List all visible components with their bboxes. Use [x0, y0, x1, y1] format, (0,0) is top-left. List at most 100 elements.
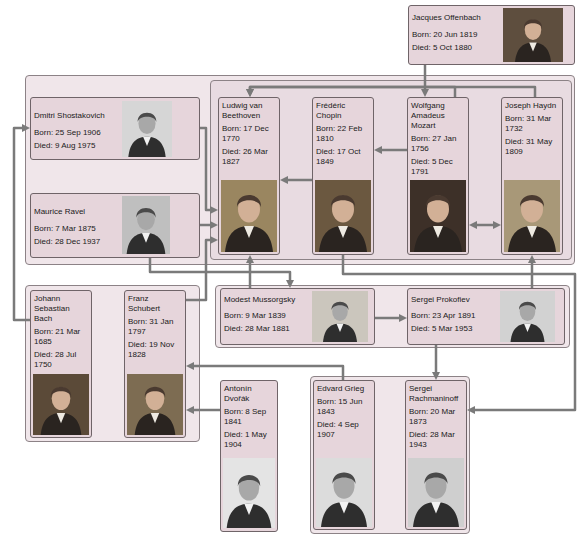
influence-connector: [14, 128, 30, 320]
portrait: [316, 458, 372, 527]
portrait: [127, 374, 183, 435]
influence-connector: [200, 128, 212, 210]
life-date: Born: 31 Mar 1732: [505, 114, 559, 134]
life-date: Died: 19 Nov 1828: [128, 340, 182, 360]
composer-box: Maurice RavelBorn: 7 Mar 1875Died: 28 De…: [30, 193, 200, 258]
life-date: Born: 17 Dec 1770: [222, 124, 276, 144]
life-date: Born: 7 Mar 1875: [34, 224, 118, 234]
composer-name: Antonín Dvořák: [224, 384, 274, 404]
connector-group: [14, 65, 575, 410]
life-date: Born: 25 Sep 1906: [34, 128, 118, 138]
influence-connector: [375, 317, 401, 320]
influence-connector: [286, 179, 312, 182]
composer-name: Wolfgang Amadeus Mozart: [411, 101, 465, 131]
life-date: Died: 28 Jul 1750: [34, 350, 88, 370]
portrait-figure: [321, 472, 367, 527]
influence-connector: [343, 255, 575, 410]
influence-connector: [435, 345, 438, 374]
composer-name: Joseph Haydn: [505, 101, 559, 111]
portrait: [221, 180, 277, 252]
life-date: Born: 20 Jun 1819: [412, 30, 498, 40]
portrait-ground: [127, 374, 183, 435]
life-date: Born: 23 Apr 1891: [411, 311, 495, 321]
portrait-figure: [511, 302, 545, 342]
portrait-ground: [316, 458, 372, 527]
composer-name: Maurice Ravel: [34, 207, 118, 217]
life-date: Died: 4 Sep 1907: [317, 420, 371, 440]
life-date: Died: 28 Dec 1937: [34, 237, 118, 247]
portrait-figure: [225, 195, 273, 252]
composer-box: Dmitri ShostakovichBorn: 25 Sep 1906Died…: [30, 97, 200, 160]
composer-name: Sergei Prokofiev: [411, 295, 495, 305]
composer-name: Ludwig van Beethoven: [222, 101, 276, 121]
life-date: Died: 1 May 1904: [224, 430, 274, 450]
portrait: [315, 180, 371, 252]
portrait: [312, 291, 368, 342]
life-date: Born: 20 Mar 1873: [409, 407, 463, 427]
portrait-figure: [323, 302, 357, 342]
portrait: [33, 374, 89, 435]
portrait: [503, 8, 563, 62]
portrait-figure: [508, 195, 556, 252]
portrait-ground: [122, 101, 172, 157]
portrait-ground: [122, 196, 170, 254]
influence-connector: [200, 224, 212, 227]
portrait-figure: [128, 113, 165, 157]
composer-name: Johann Sebastian Bach: [34, 294, 88, 324]
portrait-ground: [410, 180, 466, 252]
life-date: Died: 5 Dec 1791: [411, 157, 465, 177]
portrait-ground: [223, 458, 275, 528]
portrait-ground: [503, 8, 563, 62]
portrait-figure: [135, 387, 176, 435]
portrait: [223, 458, 275, 528]
group-box: Dmitri ShostakovichBorn: 25 Sep 1906Died…: [25, 75, 575, 265]
portrait-ground: [315, 180, 371, 252]
life-date: Born: 31 Jan 1797: [128, 317, 182, 337]
life-date: Died: 5 Mar 1953: [411, 324, 495, 334]
influence-connector: [186, 240, 212, 300]
portrait-ground: [221, 180, 277, 252]
composer-name: Sergei Rachmaninoff: [409, 384, 463, 404]
portrait-ground: [312, 291, 368, 342]
life-date: Born: 21 Mar 1685: [34, 327, 88, 347]
life-date: Died: 26 Mar 1827: [222, 147, 276, 167]
portrait: [122, 196, 170, 254]
influence-connector: [249, 261, 252, 288]
life-date: Died: 31 May 1809: [505, 137, 559, 157]
composer-name: Modest Mussorgsky: [224, 295, 308, 305]
portrait-figure: [319, 195, 367, 252]
life-date: Born: 27 Jan 1756: [411, 134, 465, 154]
influence-connector: [150, 258, 290, 282]
composer-name: Jacques Offenbach: [412, 13, 498, 23]
portrait-ground: [500, 291, 555, 342]
portrait: [504, 180, 560, 252]
influence-connector: [380, 149, 407, 152]
portrait: [410, 180, 466, 252]
life-date: Died: 28 Mar 1943: [409, 430, 463, 450]
life-date: Born: 8 Sep 1841: [224, 407, 274, 427]
influence-connector: [192, 366, 343, 380]
composer-name: Frédéric Chopin: [316, 101, 370, 121]
portrait-figure: [515, 19, 551, 62]
portrait-figure: [414, 195, 462, 252]
portrait: [122, 101, 172, 157]
portrait-figure: [413, 472, 459, 527]
life-date: Born: 9 Mar 1839: [224, 311, 308, 321]
life-date: Died: 5 Oct 1880: [412, 43, 498, 53]
life-date: Died: 28 Mar 1881: [224, 324, 308, 334]
life-date: Died: 9 Aug 1975: [34, 141, 118, 151]
portrait-ground: [408, 458, 464, 527]
composer-name: Franz Schubert: [128, 294, 182, 314]
portrait-figure: [227, 475, 272, 528]
influence-connector: [250, 87, 535, 97]
portrait: [500, 291, 555, 342]
life-date: Born: 15 Jun 1843: [317, 397, 371, 417]
composer-name: Dmitri Shostakovich: [34, 111, 118, 121]
portrait-figure: [41, 387, 82, 435]
life-date: Died: 17 Oct 1849: [316, 147, 370, 167]
portrait-ground: [504, 180, 560, 252]
